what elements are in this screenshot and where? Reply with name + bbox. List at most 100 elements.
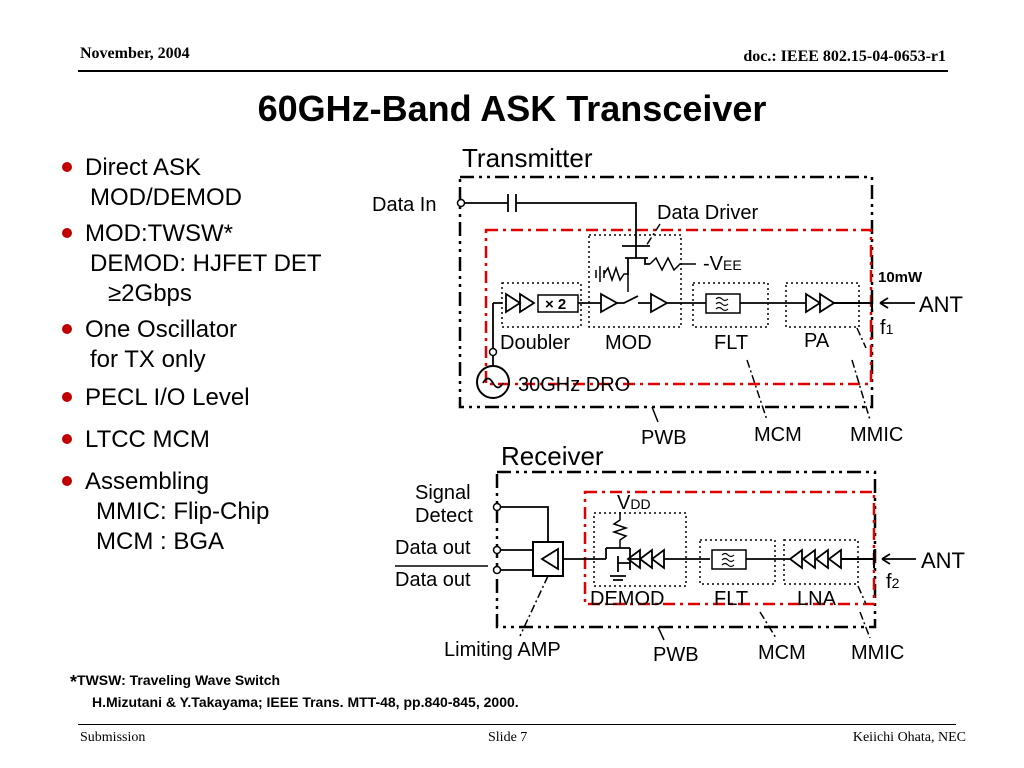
rx-ant-label: ANT [921,548,965,573]
rx-mcm-outline [583,490,876,606]
rx-demod-label: DEMOD [590,588,664,610]
tx-ant-arrow-icon [879,297,915,309]
rx-freq-label: f2 [886,571,900,593]
rx-pwb-leader [657,626,665,641]
bullet-text: One Oscillator [85,316,238,343]
footnote-line-1: *TWSW: Traveling Wave Switch [70,672,280,693]
bullet-dot-icon [62,162,72,172]
bullet-subtext: DEMOD: HJFET DET [90,250,322,277]
rx-mmic-label: MMIC [851,642,904,664]
bullet-text: PECL I/O Level [85,384,250,411]
rx-signal-label: Signal [415,482,471,504]
slide-title: 60GHz-Band ASK Transceiver [257,88,767,129]
footer-rule [78,724,956,725]
bullet-item: MOD:TWSW* DEMOD: HJFET DET ≥2Gbps [62,219,322,309]
bullet-item: PECL I/O Level [62,383,322,413]
tx-pwb-label: PWB [641,427,687,449]
tx-data-driver-leader [645,223,661,247]
bullet-text: Direct ASK [85,154,202,181]
rx-mmic-leader [857,585,871,639]
tx-ant-port [834,294,873,312]
tx-mmic-label: MMIC [850,424,903,446]
tx-doubler-block [501,282,582,328]
bullet-text: Assembling [85,468,210,495]
tx-multiplier-label: × 2 [545,296,566,313]
bullet-subtext: MMIC: Flip-Chip [96,498,270,525]
rx-limiting-amp-icon [540,547,559,571]
rx-lna-amp-icon [788,548,842,570]
rx-limiting-amp-leader [519,575,549,637]
bullet-subtext: MOD/DEMOD [90,184,242,211]
bullet-subtext: ≥2Gbps [108,280,192,307]
tx-doubler-amp-icon [505,292,536,314]
rx-data-out-label: Data out [395,537,471,559]
bullet-dot-icon [62,324,72,334]
rx-vdd-resistor [611,512,629,548]
rx-lna-block [783,539,859,585]
tx-flt-block [692,282,769,328]
bullet-dot-icon [62,476,72,486]
tx-pwb-outline [458,175,874,409]
rx-vdd-label: VDD [617,492,651,514]
tx-flt-label: FLT [714,332,748,354]
tx-mmic-leader [851,327,871,421]
tx-mod-amp-icon [600,292,619,314]
rx-pwb-label: PWB [653,644,699,666]
tx-mod-label: MOD [605,332,652,354]
tx-freq-label: f1 [880,317,894,339]
rx-title: Receiver [501,441,604,471]
tx-mcm-label: MCM [754,424,802,446]
bullet-subtext: for TX only [90,346,206,373]
tx-data-in-label: Data In [372,194,436,216]
rx-demod-amp-icon [626,548,665,570]
tx-pa-amp-icon [805,292,836,314]
bullet-item: Direct ASK MOD/DEMOD [62,153,322,213]
rx-mcm-label: MCM [758,642,806,664]
tx-mod-switch [617,295,651,304]
tx-doubler-label: Doubler [500,332,570,354]
footer-submission: Submission [80,730,146,745]
tx-pa-label: PA [804,330,830,352]
rx-signal-detect-wire [501,506,549,542]
rx-signal-detect-terminal [492,502,502,512]
footer-author: Keiichi Ohata, NEC [852,730,966,745]
bullet-list: Direct ASK MOD/DEMOD MOD:TWSW* DEMOD: HJ… [62,153,322,557]
tx-mcm-leader [746,359,768,421]
tx-dro-wire [492,302,502,350]
rx-ant-port [841,550,875,568]
rx-lna-label: LNA [797,588,837,610]
rx-flt-block [699,539,776,585]
bullet-item: One Oscillator for TX only [62,315,322,375]
tx-mod-amp2-icon [650,292,669,314]
rx-ant-arrow-icon [881,553,916,565]
tx-switch-fet [622,245,650,275]
bullet-dot-icon [62,392,72,402]
bullet-item: Assembling MMIC: Flip-Chip MCM : BGA [62,467,322,557]
rx-data-out-terminal [492,545,502,555]
tx-data-in-wire [465,194,637,246]
rx-data-out-bar-label: Data out [395,569,471,591]
tx-mod-bias-resistor [595,265,628,283]
footnote-star: * [70,672,78,692]
bullet-text: LTCC MCM [85,426,210,453]
tx-power-label: 10mW [878,269,923,286]
tx-ant-label: ANT [919,292,963,317]
bullet-dot-icon [62,228,72,238]
bullet-dot-icon [62,434,72,444]
footnote-text-1: TWSW: Traveling Wave Switch [77,672,281,688]
tx-data-in-terminal [456,198,466,208]
tx-pa-block [785,282,860,328]
tx-mod-block [588,234,682,328]
bullet-text: MOD:TWSW* [85,220,233,247]
header-rule [78,70,948,72]
header-doc-id: doc.: IEEE 802.15-04-0653-r1 [743,48,946,65]
tx-vee-resistor [649,256,696,272]
header-date: November, 2004 [80,45,190,62]
bullet-item: LTCC MCM [62,425,322,455]
rx-hjfet-detector [605,547,631,581]
bullet-subtext: MCM : BGA [96,528,225,555]
rx-flt-label: FLT [714,588,748,610]
rx-detect-label: Detect [415,505,473,527]
tx-title: Transmitter [462,143,593,173]
